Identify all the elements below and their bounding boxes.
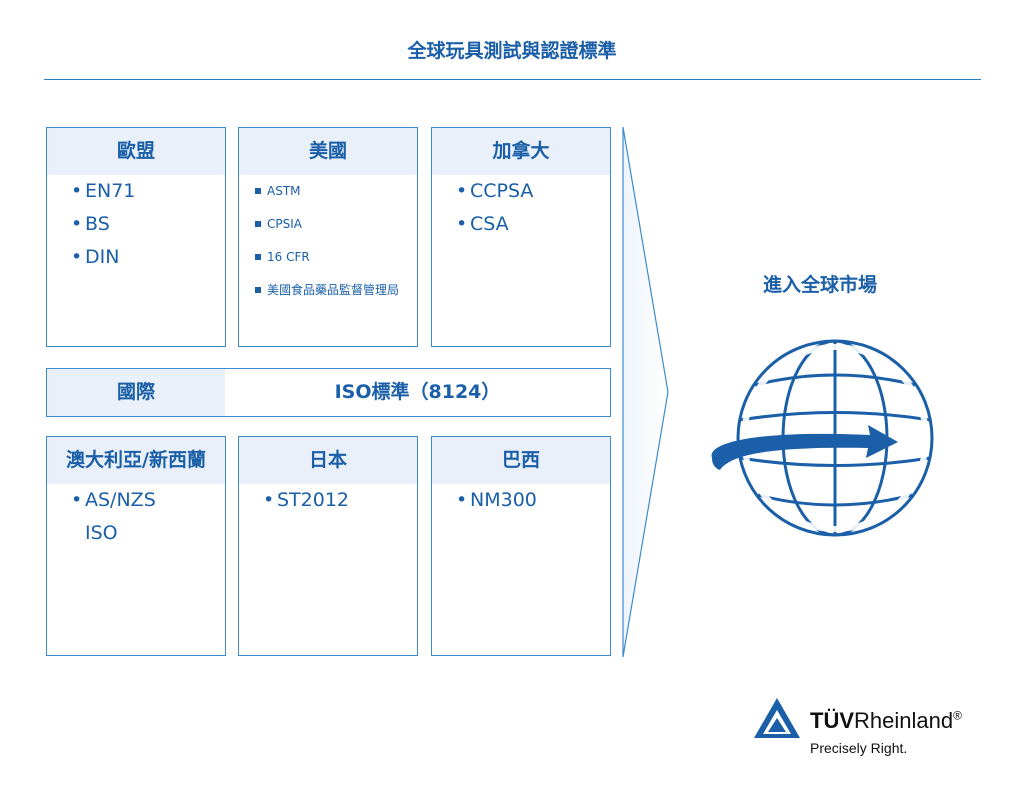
page-title: 全球玩具測試與認證標準 — [407, 40, 617, 62]
list-item-continuation: ISO — [85, 522, 118, 544]
market-label: 進入全球市場 — [762, 274, 877, 296]
region-header-eu: 歐盟 — [47, 128, 225, 175]
list-item: 16 CFR — [239, 241, 417, 274]
arrow-chevron — [622, 126, 669, 658]
list-item: CPSIA — [239, 208, 417, 241]
standards-list-australia-nz: AS/NZS — [47, 484, 225, 517]
region-header-australia-nz: 澳大利亞/新西蘭 — [47, 437, 225, 484]
logo-brand-rest: Rheinland — [854, 708, 954, 733]
region-header-international: 國際 — [47, 369, 225, 416]
logo-brand: TÜVRheinland® — [810, 708, 962, 734]
region-box-eu: 歐盟 EN71 BS DIN — [46, 127, 226, 347]
region-header-us: 美國 — [239, 128, 417, 175]
list-item: AS/NZS — [47, 484, 225, 517]
list-item: CCPSA — [432, 175, 610, 208]
list-item: ASTM — [239, 175, 417, 208]
list-item: BS — [47, 208, 225, 241]
list-item: NM300 — [432, 484, 610, 517]
region-box-us: 美國 ASTM CPSIA 16 CFR 美國食品藥品監督管理局 — [238, 127, 418, 347]
region-box-japan: 日本 ST2012 — [238, 436, 418, 656]
list-item: DIN — [47, 241, 225, 274]
list-item: ST2012 — [239, 484, 417, 517]
list-item: CSA — [432, 208, 610, 241]
region-box-brazil: 巴西 NM300 — [431, 436, 611, 656]
standards-list-us: ASTM CPSIA 16 CFR 美國食品藥品監督管理局 — [239, 175, 417, 307]
region-header-brazil: 巴西 — [432, 437, 610, 484]
title-divider — [44, 79, 981, 80]
international-row: 國際 ISO標準（8124） — [46, 368, 611, 417]
standards-list-japan: ST2012 — [239, 484, 417, 517]
logo-brand-bold: TÜV — [810, 708, 854, 733]
iso-standard-label: ISO標準（8124） — [334, 381, 501, 403]
standards-list-brazil: NM300 — [432, 484, 610, 517]
region-header-japan: 日本 — [239, 437, 417, 484]
list-item: 美國食品藥品監督管理局 — [239, 274, 417, 307]
tuv-triangle-logo-icon — [754, 698, 800, 738]
tuv-logo: TÜVRheinland® Precisely Right. — [810, 708, 962, 756]
logo-tagline: Precisely Right. — [810, 740, 908, 756]
logo-registered: ® — [953, 708, 962, 723]
region-box-canada: 加拿大 CCPSA CSA — [431, 127, 611, 347]
region-box-australia-nz: 澳大利亞/新西蘭 AS/NZS ISO — [46, 436, 226, 656]
region-header-canada: 加拿大 — [432, 128, 610, 175]
standards-list-eu: EN71 BS DIN — [47, 175, 225, 274]
globe-icon — [711, 339, 934, 537]
standards-list-canada: CCPSA CSA — [432, 175, 610, 241]
list-item: EN71 — [47, 175, 225, 208]
